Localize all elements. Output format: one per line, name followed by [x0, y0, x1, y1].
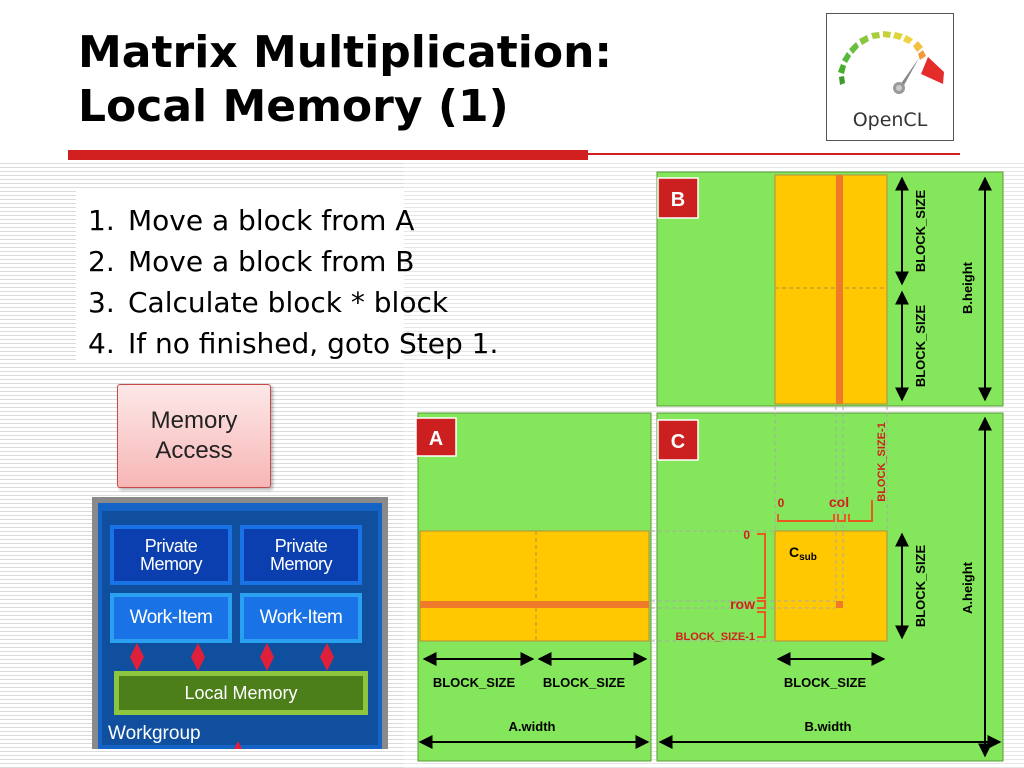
c-col-label: col [829, 494, 849, 510]
label-b: B [671, 189, 685, 211]
c-col-zero-label: 0 [778, 496, 785, 510]
steps-list: 1. Move a block from A 2. Move a block fro… [76, 190, 498, 364]
c-sub-block [774, 530, 888, 642]
b-height-label: B.height [960, 261, 975, 314]
a-block-size-1-label: BLOCK_SIZE [433, 675, 516, 690]
step-text: Move a block from B [128, 245, 415, 278]
matrix-b-column-strip [836, 175, 843, 404]
slide-title-line-1: Matrix Multiplication: [78, 27, 612, 78]
c-col-bracket-end [848, 500, 873, 522]
local-memory-label: Local Memory [119, 676, 363, 710]
step-number: 1. [88, 204, 115, 237]
memory-arrows [130, 643, 334, 749]
label-a: A [429, 428, 443, 450]
step-number: 3. [88, 286, 115, 319]
step-text: Calculate block * block [128, 286, 449, 319]
logo-text: OpenCL [852, 109, 928, 131]
work-item-block-1: Work-Item [110, 593, 232, 643]
local-memory-block: Local Memory [114, 671, 368, 715]
memory-access-box: Memory Access [117, 384, 271, 488]
c-block-size-minus-1-left-label: BLOCK_SIZE-1 [676, 631, 755, 643]
c-row-bracket-row [757, 600, 766, 609]
private-memory-line-2: Memory [269, 554, 333, 574]
memory-access-line-2: Access [155, 437, 233, 464]
matrix-a-block-row [419, 530, 650, 642]
c-col-bracket-col [837, 514, 846, 522]
private-memory-line-1: Private [274, 536, 328, 556]
a-block-size-2-label: BLOCK_SIZE [543, 675, 626, 690]
workgroup-label: Workgroup [108, 723, 201, 744]
label-a-box [415, 417, 457, 457]
step-number: 2. [88, 245, 115, 278]
c-row-bracket-end [757, 611, 766, 638]
step-text: Move a block from A [128, 204, 415, 237]
a-height-label: A.height [960, 561, 975, 614]
c-sub-element [836, 601, 843, 608]
c-block-size-minus-1-top-label: BLOCK_SIZE-1 [876, 422, 888, 501]
work-item-block-2: Work-Item [240, 593, 362, 643]
work-item-label: Work-Item [114, 597, 228, 639]
gauge-icon [838, 31, 944, 94]
private-memory-block-1: Private Memory [110, 525, 232, 585]
step-item: 2. Move a block from B [88, 241, 415, 282]
c-row-label: row [730, 596, 755, 612]
c-block-size-bottom-label: BLOCK_SIZE [784, 675, 867, 690]
c-row-bracket-zero [757, 533, 766, 599]
private-memory-line-1: Private [144, 536, 198, 556]
matrix-blocks-diagram: B A C BLOCK_SIZE BLOCK_SIZE B.height BLO… [415, 171, 1004, 762]
c-col-bracket-zero [777, 514, 835, 522]
arrow-icon [234, 741, 242, 749]
label-c: C [671, 431, 685, 453]
matrix-b-block-column [774, 174, 888, 405]
b-block-size-bottom-label: BLOCK_SIZE [913, 305, 928, 388]
b-width-label: B.width [805, 719, 852, 734]
opencl-logo: OpenCL [826, 13, 954, 141]
c-row-zero-label: 0 [743, 528, 750, 542]
a-width-label: A.width [509, 719, 556, 734]
step-item: 1. Move a block from A [88, 200, 414, 241]
slide-title: Matrix Multiplication: Local Memory (1) [78, 26, 612, 134]
label-c-box [657, 419, 699, 461]
step-number: 4. [88, 327, 115, 360]
memory-access-line-1: Memory [150, 407, 238, 434]
matrix-a-row-strip [420, 601, 649, 608]
workgroup-diagram: Private Memory Private Memory Work-Item … [92, 497, 388, 749]
private-memory-block-2: Private Memory [240, 525, 362, 585]
private-memory-line-2: Memory [139, 554, 203, 574]
step-item: 4. If no finished, goto Step 1. [88, 323, 498, 364]
title-underline-thin [588, 153, 960, 155]
title-underline [68, 150, 588, 160]
c-sub-subscript: sub [799, 552, 817, 563]
slide-title-line-2: Local Memory (1) [78, 81, 509, 132]
label-b-box [657, 177, 699, 219]
c-sub-main: C [789, 544, 799, 560]
step-item: 3. Calculate block * block [88, 282, 448, 323]
step-text: If no finished, goto Step 1. [128, 327, 499, 360]
b-block-size-top-label: BLOCK_SIZE [913, 190, 928, 273]
work-item-label: Work-Item [244, 597, 358, 639]
c-block-size-right-label: BLOCK_SIZE [913, 545, 928, 628]
c-sub-label: Csub [789, 544, 817, 563]
